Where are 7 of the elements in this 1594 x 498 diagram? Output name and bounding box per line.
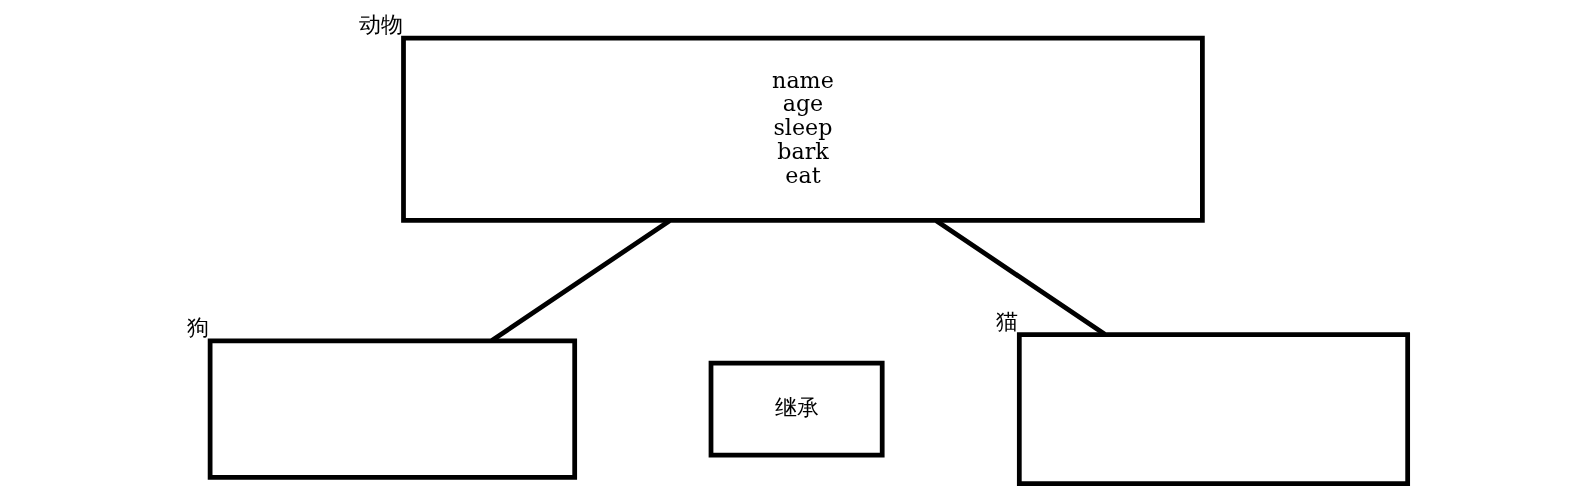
node-box xyxy=(1016,332,1411,486)
node-box xyxy=(207,338,578,480)
node-box: 继承 xyxy=(708,360,885,458)
node-box: name age sleep bark eat xyxy=(401,35,1205,223)
node-label: 动物 xyxy=(358,11,403,38)
node-label: 狗 xyxy=(187,313,210,340)
node-label: 猫 xyxy=(996,307,1019,334)
